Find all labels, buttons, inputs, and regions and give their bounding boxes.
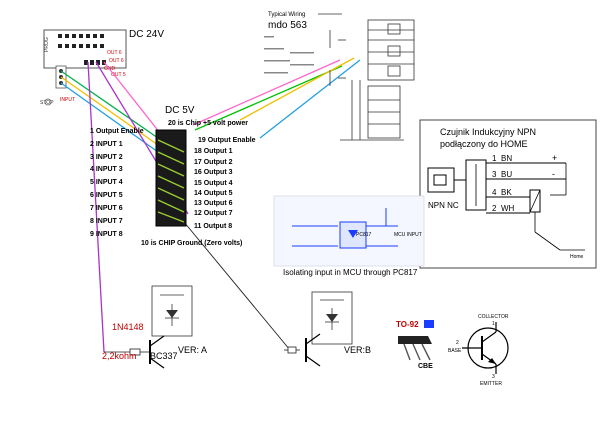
transistor-symbol: COLLECTOR 1 2 BASE 3 EMITTER bbox=[448, 314, 509, 387]
npn-home-label: Home bbox=[570, 254, 584, 260]
transistor-n2: 2 bbox=[456, 340, 459, 346]
transistor-emitter: EMITTER bbox=[480, 381, 502, 387]
controller-side-label-prog: PROG bbox=[44, 37, 50, 52]
chip-right-pin-17: 17 Output 2 bbox=[194, 159, 233, 166]
npn-wire-name-3: BK bbox=[501, 188, 512, 197]
transistor-base: BASE bbox=[448, 348, 462, 354]
to92-pins: CBE bbox=[418, 363, 433, 370]
chip-left-pin-6: 6 INPUT 5 bbox=[90, 192, 123, 199]
controller-out-label-3: OUT 5 bbox=[111, 72, 126, 78]
chip-left-pin-1: 1 Output Enable bbox=[90, 128, 144, 135]
to92-package: TO-92 CBE bbox=[396, 320, 434, 370]
chip-right-pin-19: 19 Output Enable bbox=[198, 137, 256, 144]
chip-right-pin-18: 18 Output 1 bbox=[194, 148, 233, 155]
chip-left-pin-3: 3 INPUT 2 bbox=[90, 154, 123, 161]
transistor-collector: COLLECTOR bbox=[478, 314, 509, 320]
chip-left-pin-2: 2 INPUT 1 bbox=[90, 141, 123, 148]
driver-title: Typical Wiring bbox=[268, 12, 305, 18]
controller-out-label-2: OUT 6 bbox=[109, 58, 124, 64]
chip-right-pin-15: 15 Output 4 bbox=[194, 180, 233, 187]
ver-b-circuit: VER:B bbox=[284, 291, 371, 367]
isolation-caption: Isolating input in MCU through PC817 bbox=[283, 268, 418, 277]
dc5-label: DC 5V bbox=[165, 105, 195, 116]
npn-sensor-box: Czujnik Indukcyjny NPN podłączony do HOM… bbox=[419, 119, 597, 269]
chip-left-pin-7: 7 INPUT 6 bbox=[90, 205, 123, 212]
chip-right-pin-13: 13 Output 6 bbox=[194, 200, 233, 207]
chip-right-pin-12: 12 Output 7 bbox=[194, 210, 233, 217]
chip-pin20-label: 20 is Chip +5 volt power bbox=[168, 120, 248, 127]
npn-title-line1: Czujnik Indukcyjny NPN bbox=[440, 127, 536, 137]
stepper-driver-schematic: Typical Wiring mdo 563 bbox=[264, 12, 415, 141]
ver-a-diode: 1N4148 bbox=[112, 322, 144, 332]
driver-model: mdo 563 bbox=[268, 20, 307, 31]
npn-wire-name-1: BN bbox=[501, 154, 512, 163]
chip-left-pin-5: 5 INPUT 4 bbox=[90, 179, 123, 186]
chip-left-pin-8: 8 INPUT 7 bbox=[90, 218, 123, 225]
npn-wire-name-2: BU bbox=[501, 170, 512, 179]
npn-sensor-label: NPN NC bbox=[428, 201, 459, 210]
chip-left-pin-9: 9 INPUT 8 bbox=[90, 231, 123, 238]
ver-a-transistor: BC337 bbox=[150, 351, 178, 361]
ver-a-circuit: 1N4148 2,2kohm BC337 VER: A bbox=[102, 285, 207, 369]
chip-pin10-label: 10 is CHIP Ground (Zero volts) bbox=[141, 240, 242, 247]
chip-right-pin-11: 11 Output 8 bbox=[194, 223, 232, 230]
chip-left-pin-4: 4 INPUT 3 bbox=[90, 166, 123, 173]
transistor-n3: 3 bbox=[492, 374, 495, 380]
npn-wire-name-4: WH bbox=[501, 204, 515, 213]
transistor-n1: 1 bbox=[492, 321, 495, 327]
npn-wire-num-3: 4 bbox=[492, 188, 497, 197]
to92-package-label: TO-92 bbox=[396, 320, 419, 329]
isolation-pc817: PC817 bbox=[356, 232, 372, 238]
npn-wire-num-4: 2 bbox=[492, 204, 497, 213]
ver-a-resistor: 2,2kohm bbox=[102, 351, 137, 361]
isolation-block: PC817 MCU INPUT Isolating input in MCU t… bbox=[273, 195, 425, 277]
ver-b-label: VER:B bbox=[344, 345, 371, 355]
npn-wire-sign-1: + bbox=[552, 153, 557, 163]
npn-wire-sign-2: - bbox=[552, 169, 555, 179]
npn-wire-num-1: 1 bbox=[492, 154, 497, 163]
controller-side-label-stop: STOP bbox=[40, 100, 54, 106]
controller-side-label-input: INPUT bbox=[60, 97, 75, 103]
isolation-mcu: MCU INPUT bbox=[394, 232, 422, 238]
ver-a-label: VER: A bbox=[178, 345, 207, 355]
controller-board: PROG OUT 6 OUT 6 OUT 5 GND STOP INPUT bbox=[40, 29, 127, 106]
buffer-chip: 20 is Chip +5 volt power 10 is CHIP Grou… bbox=[90, 120, 256, 247]
controller-out-label-1: OUT 6 bbox=[107, 50, 122, 56]
chip-right-pin-14: 14 Output 5 bbox=[194, 190, 233, 197]
npn-wire-num-2: 3 bbox=[492, 170, 497, 179]
chip-right-pin-16: 16 Output 3 bbox=[194, 169, 233, 176]
dc24-label: DC 24V bbox=[129, 29, 164, 40]
npn-title-line2: podłączony do HOME bbox=[440, 139, 528, 149]
